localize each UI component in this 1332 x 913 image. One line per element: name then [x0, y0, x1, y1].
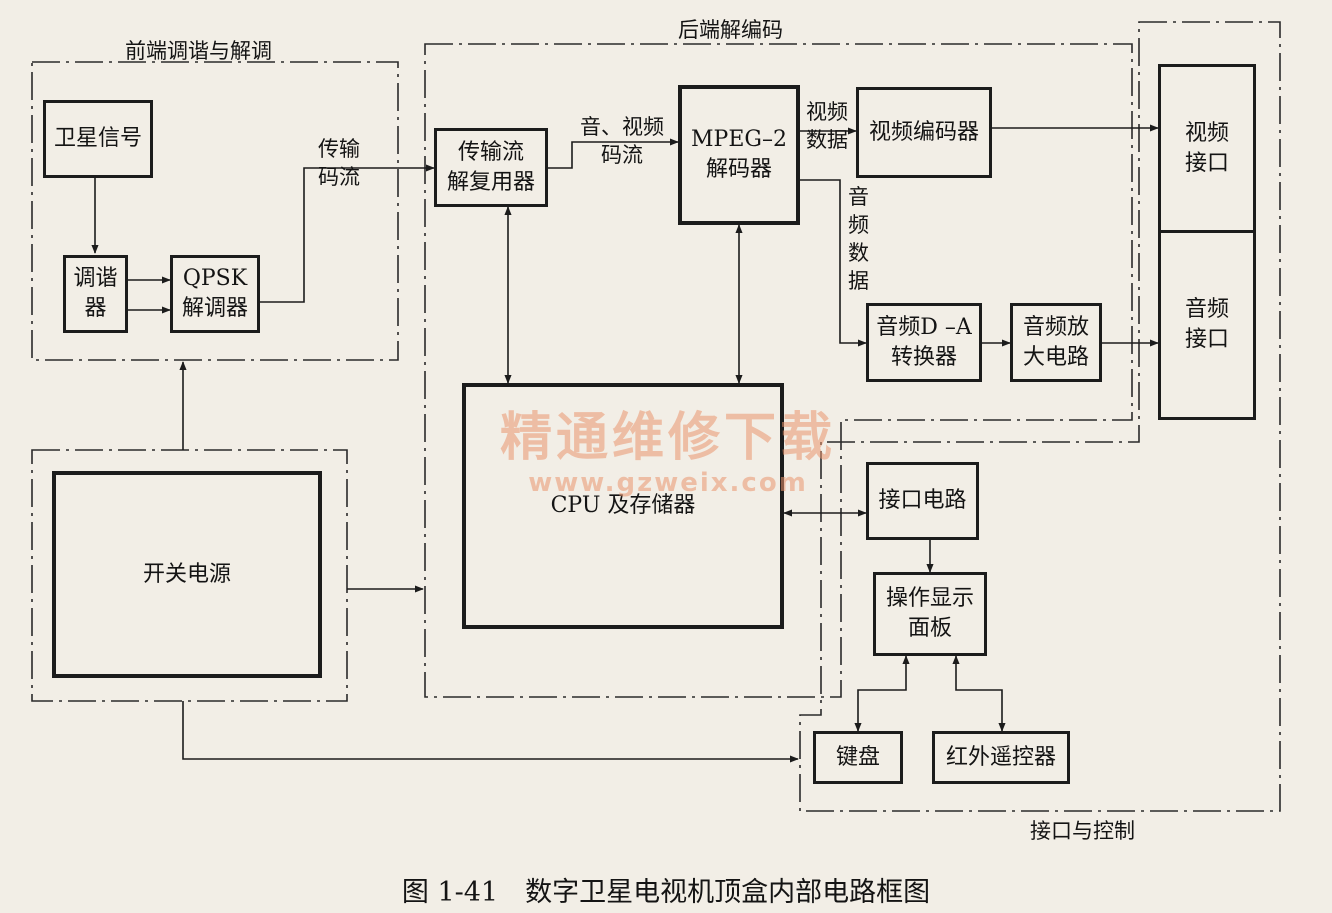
- audio-amplifier-block: 音频放 大电路: [1010, 303, 1102, 382]
- video-encoder-block: 视频编码器: [856, 87, 992, 178]
- frontend-region-label: 前端调谐与解调: [125, 39, 272, 63]
- panel-keyboard-line: [854, 655, 910, 732]
- audio-port-block: 音频 接口: [1158, 230, 1256, 420]
- power-to-interface-line: [182, 701, 799, 763]
- ir-remote-block: 红外遥控器: [932, 731, 1070, 784]
- audio-data-label: 音 频 数 据: [848, 185, 869, 293]
- video-data-label: 视频 数据: [806, 100, 848, 152]
- mpeg2-decoder-block: MPEG–2 解码器: [678, 85, 800, 225]
- tuner-block: 调谐 器: [63, 255, 128, 333]
- transport-stream-label: 传输 码流: [318, 137, 360, 189]
- backend-region-label: 后端解编码: [678, 18, 783, 42]
- demux-to-mpeg-line: [548, 138, 679, 169]
- satellite-signal-block: 卫星信号: [43, 100, 153, 178]
- frontend-region-outline: [31, 61, 399, 361]
- keyboard-block: 键盘: [813, 731, 903, 784]
- figure-caption: 图 1-41 数字卫星电视机顶盒内部电路框图: [401, 877, 931, 908]
- watermark-title: 精通维修下载: [499, 408, 836, 468]
- panel-remote-line: [952, 655, 1006, 732]
- interface-region-label: 接口与控制: [1030, 819, 1135, 843]
- watermark-url: www.gzweix.com: [528, 468, 808, 498]
- mpeg-to-dac-line: [800, 179, 867, 347]
- interface-region-outline: [799, 21, 1281, 812]
- control-display-panel-block: 操作显示 面板: [873, 572, 987, 656]
- audio-dac-block: 音频D –A 转换器: [866, 303, 982, 382]
- backend-region-outline: [424, 43, 1133, 698]
- av-stream-label: 音、视频 码流: [580, 115, 664, 167]
- cpu-memory-block: CPU 及存储器: [462, 383, 784, 629]
- interface-circuit-block: 接口电路: [866, 462, 979, 540]
- switching-power-block: 开关电源: [52, 471, 322, 678]
- power-region-outline: [31, 449, 348, 702]
- transport-demux-block: 传输流 解复用器: [434, 128, 548, 207]
- watermark: 精通维修下载 www.gzweix.com: [488, 408, 848, 498]
- qpsk-demodulator-block: QPSK 解调器: [170, 255, 260, 333]
- video-port-block: 视频 接口: [1158, 64, 1256, 232]
- qpsk-to-demux-line: [260, 164, 435, 303]
